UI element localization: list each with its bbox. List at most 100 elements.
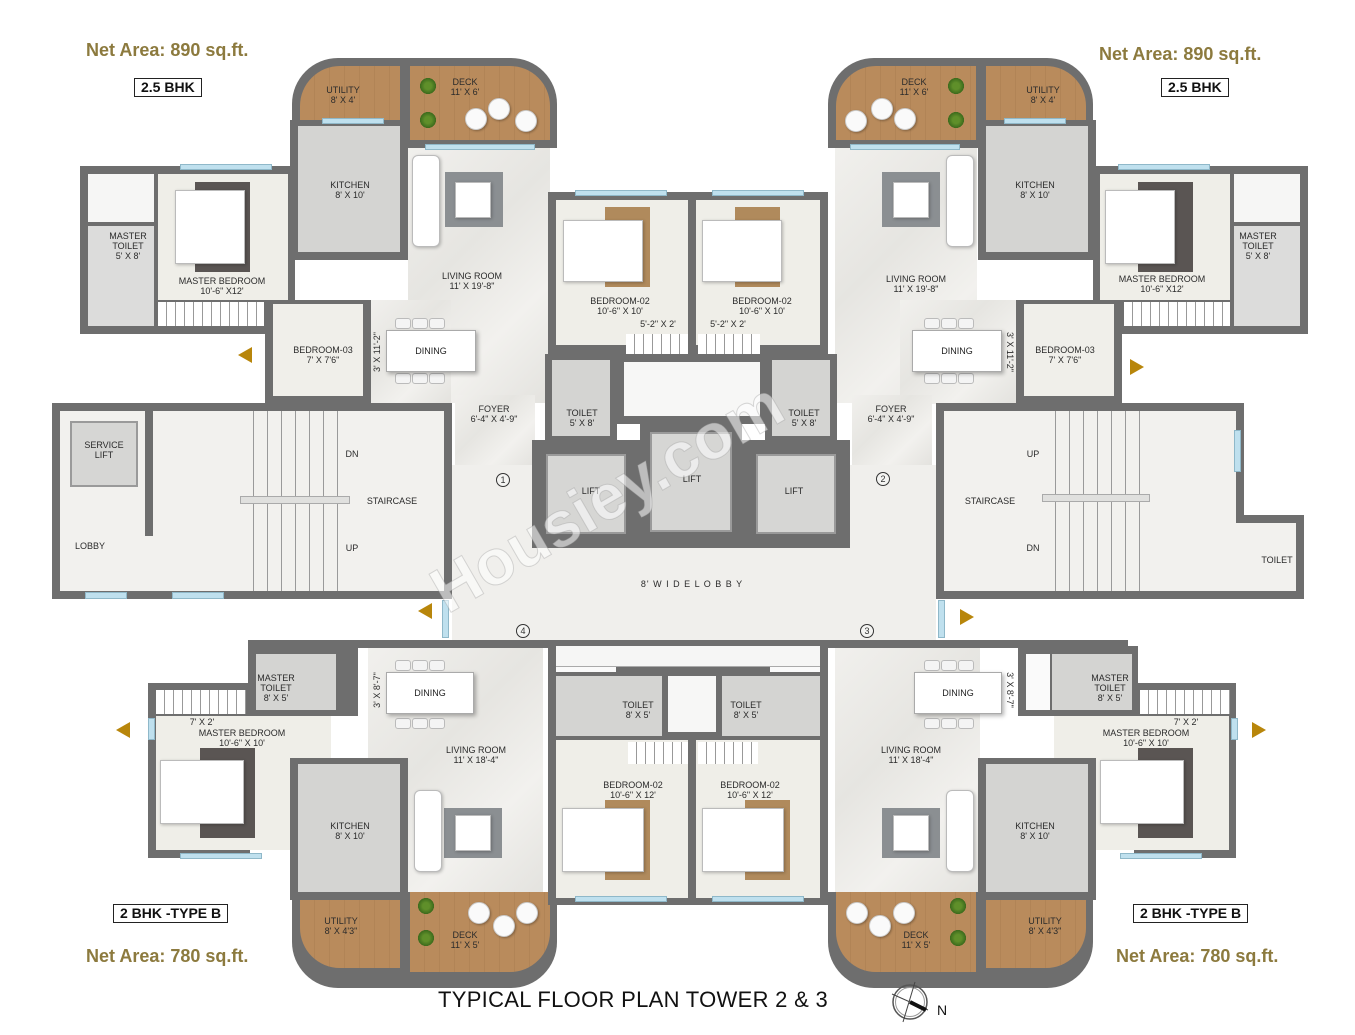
lift-1 (546, 454, 626, 534)
dn-label: DN (1026, 543, 1040, 553)
toilet-area (552, 360, 610, 436)
entry-marker-3: 3 (860, 624, 874, 638)
page-title: TYPICAL FLOOR PLAN TOWER 2 & 3 (438, 987, 829, 1012)
chair-icon (893, 902, 915, 924)
master-toilet-area (88, 226, 154, 326)
entry-marker-4: 4 (516, 624, 530, 638)
bed-icon (160, 760, 244, 824)
unit-type-bottom-right: 2 BHK -TYPE B (1133, 904, 1249, 923)
chair-icon (516, 902, 538, 924)
bed-icon (1100, 760, 1184, 824)
sofa-icon (414, 790, 442, 872)
arrow-right-icon (1252, 722, 1266, 738)
net-area-top-right: Net Area: 890 sq.ft. (1099, 44, 1262, 64)
bed-icon (563, 220, 643, 282)
wardrobe-dimension: 7' X 2' (1173, 717, 1199, 727)
kitchen-area (986, 126, 1088, 252)
compass-north-label: N (937, 1002, 948, 1018)
plant-icon (420, 78, 436, 94)
duct-shaft (624, 362, 760, 416)
core-toilet-area (1236, 523, 1296, 591)
master-toilet-area (256, 654, 336, 710)
dining-dimension: 3' X 11'-2" (372, 332, 382, 372)
plant-icon (948, 112, 964, 128)
master-toilet-area (1234, 226, 1300, 326)
chair-icon (488, 98, 510, 120)
unit-type-top-right: 2.5 BHK (1161, 78, 1229, 97)
lift-3 (756, 454, 836, 534)
bedroom-03-area (273, 304, 363, 396)
chair-icon (871, 98, 893, 120)
wardrobe-dimension: 5'-2" X 2' (640, 319, 676, 329)
up-label: UP (345, 543, 359, 553)
dining-dimension: 3' X 8'-7" (1005, 672, 1015, 708)
dining-table: DINING (912, 330, 1002, 372)
chair-icon (869, 915, 891, 937)
dining-table: DINING (386, 672, 474, 714)
sofa-icon (946, 790, 974, 872)
dining-dimension: 3' X 8'-7" (372, 672, 382, 708)
wardrobe-dimension: 7' X 2' (189, 717, 215, 727)
dining-dimension: 3' X 11'-2" (1005, 332, 1015, 372)
master-toilet-area (1052, 654, 1132, 710)
duct-shaft (668, 676, 716, 732)
kitchen-area (986, 764, 1088, 892)
foyer-area (852, 395, 932, 465)
lobby-label: 8' W I D E L O B B Y (640, 579, 744, 589)
utility-area (986, 66, 1086, 122)
bed-icon (702, 808, 784, 872)
chair-icon (465, 108, 487, 130)
utility-area (986, 900, 1086, 968)
plant-icon (418, 930, 434, 946)
bedroom-03-area (1024, 304, 1114, 396)
plant-icon (950, 930, 966, 946)
chair-icon (468, 902, 490, 924)
bed-icon (1105, 190, 1175, 264)
wardrobe-dimension: 5'-2" X 2' (710, 319, 746, 329)
chair-icon (515, 110, 537, 132)
core-toilet-label: TOILET (1261, 555, 1293, 565)
lift-label: LIFT (682, 474, 702, 484)
sofa-icon (946, 155, 974, 247)
net-area-top-left: Net Area: 890 sq.ft. (86, 40, 249, 60)
arrow-right-icon (960, 609, 974, 625)
lobby-label: LOBBY (74, 541, 106, 551)
toilet-area (772, 360, 830, 436)
net-area-bottom-left: Net Area: 780 sq.ft. (86, 946, 249, 966)
bed-icon (702, 220, 782, 282)
north-compass-icon (888, 980, 932, 1024)
toilet-area (556, 676, 662, 736)
chair-icon (894, 108, 916, 130)
arrow-left-icon (418, 603, 432, 619)
bed-icon (175, 190, 245, 264)
utility-area (300, 900, 400, 968)
chair-icon (493, 915, 515, 937)
lift-label: LIFT (581, 486, 601, 496)
utility-area (300, 66, 400, 122)
